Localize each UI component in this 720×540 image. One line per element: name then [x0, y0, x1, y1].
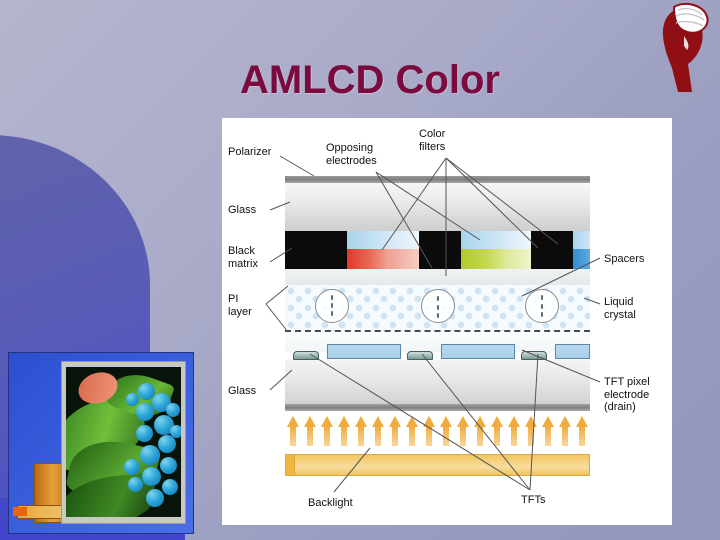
- bottom-polarizer-layer: [285, 404, 590, 411]
- backlight-bar: [285, 454, 590, 476]
- tft-transistor: [293, 351, 319, 360]
- label-opposing-electrodes: Opposing electrodes: [326, 142, 377, 167]
- label-backlight: Backlight: [308, 497, 353, 509]
- panel-screen: [66, 367, 181, 517]
- backlight-arrow: [304, 416, 317, 446]
- backlight-arrow: [558, 416, 571, 446]
- label-tfts: TFTs: [521, 494, 546, 506]
- label-liquid-crystal: Liquid crystal: [604, 296, 636, 321]
- filter-color-band: [347, 249, 389, 269]
- bottom-glass-layer: [285, 360, 590, 404]
- label-glass-top: Glass: [228, 204, 257, 216]
- amlcd-panel-photo: [8, 352, 194, 534]
- top-polarizer-layer: [285, 176, 590, 183]
- backlight-arrow: [507, 416, 520, 446]
- backlight-arrow: [406, 416, 419, 446]
- opposing-electrode-layer: [285, 269, 590, 285]
- flex-connector-tab: [13, 507, 27, 516]
- tft-transistor: [521, 351, 547, 360]
- top-glass-layer: [285, 183, 590, 231]
- filter-color-band: [461, 249, 503, 269]
- filter-upper-tint: [461, 231, 503, 249]
- backlight-arrow: [355, 416, 368, 446]
- backlight-lamp-cap: [286, 455, 295, 475]
- backlight-arrow: [575, 416, 588, 446]
- label-tft-pixel-electrode: TFT pixel electrode (drain): [604, 376, 650, 414]
- spacer-bead: [315, 289, 349, 323]
- label-color-filters: Color filters: [419, 128, 446, 153]
- backlight-arrow: [524, 416, 537, 446]
- page-title: AMLCD Color: [240, 58, 500, 102]
- panel-bezel: [61, 361, 186, 524]
- tft-pixel-electrode: [441, 344, 515, 359]
- tft-transistor: [407, 351, 433, 360]
- backlight-arrow: [473, 416, 486, 446]
- pi-alignment-layer-line: [285, 330, 590, 332]
- backlight-arrow: [423, 416, 436, 446]
- tft-pixel-electrode: [327, 344, 401, 359]
- black-matrix-bar: [531, 231, 573, 269]
- silhouette-head-logo: [654, 2, 712, 94]
- amlcd-cross-section-diagram: Polarizer Glass Black matrix PI layer Gl…: [222, 118, 672, 525]
- label-spacers: Spacers: [604, 253, 645, 265]
- filter-upper-tint: [573, 231, 590, 249]
- filter-color-band: [573, 249, 590, 269]
- filter-color-band: [503, 249, 531, 269]
- backlight-arrow: [490, 416, 503, 446]
- backlight-arrows: [285, 416, 590, 446]
- spacer-bead: [421, 289, 455, 323]
- spacer-bead: [525, 289, 559, 323]
- backlight-arrow: [372, 416, 385, 446]
- color-filter-green-tail: [503, 231, 531, 269]
- color-filter-row: [285, 231, 590, 269]
- backlight-arrow: [541, 416, 554, 446]
- color-filter-red-tail: [389, 231, 419, 269]
- tft-pixel-electrode: [555, 344, 590, 359]
- black-matrix-bar: [419, 231, 461, 269]
- label-black-matrix: Black matrix: [228, 245, 258, 270]
- filter-upper-tint: [503, 231, 531, 249]
- layer-stack: [285, 176, 590, 516]
- backlight-arrow: [439, 416, 452, 446]
- color-filter-red: [347, 231, 389, 269]
- backlight-arrow: [456, 416, 469, 446]
- backlight-arrow: [287, 416, 300, 446]
- filter-upper-tint: [389, 231, 419, 249]
- label-glass-bottom: Glass: [228, 385, 257, 397]
- color-filter-blue: [573, 231, 590, 269]
- label-polarizer: Polarizer: [228, 146, 272, 158]
- backlight-arrow: [338, 416, 351, 446]
- filter-upper-tint: [347, 231, 389, 249]
- backlight-arrow: [321, 416, 334, 446]
- color-filter-green: [461, 231, 503, 269]
- label-pi-layer: PI layer: [228, 293, 252, 318]
- filter-color-band: [389, 249, 419, 269]
- black-matrix-bar: [285, 231, 347, 269]
- backlight-arrow: [389, 416, 402, 446]
